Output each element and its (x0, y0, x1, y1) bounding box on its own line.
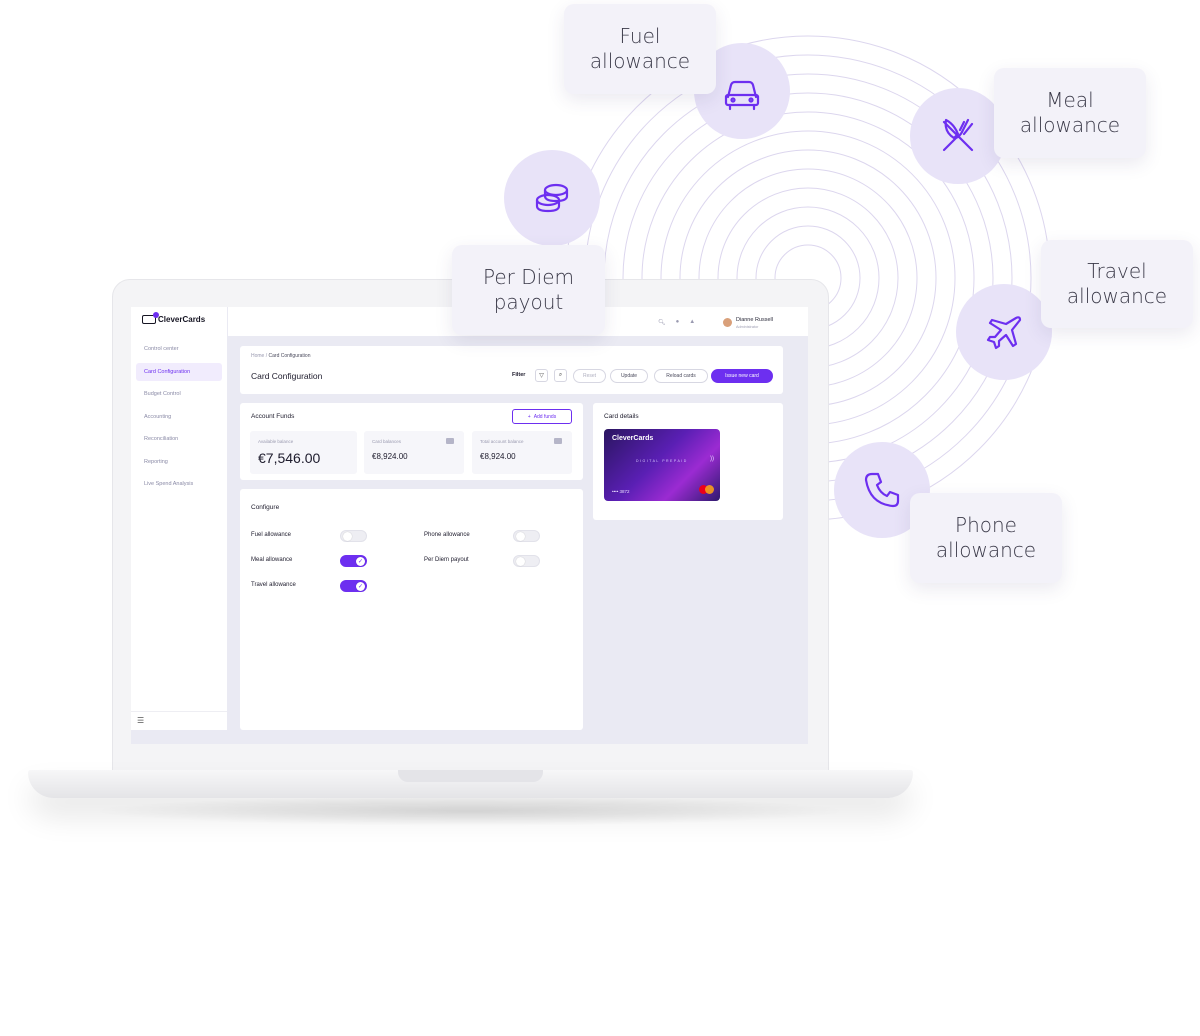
avatar[interactable] (723, 318, 732, 327)
phone-allowance-label: Phone allowance (424, 532, 470, 538)
add-funds-button[interactable]: + Add funds (512, 409, 572, 424)
topbar-icons: 🔍︎ ● ▲ (658, 319, 695, 326)
phone-icon (864, 472, 900, 508)
sidebar-item-budget-control[interactable]: Budget Control (144, 391, 181, 397)
breadcrumb: Home / Card Configuration (251, 353, 310, 359)
card-type: DIGITAL PREPAID (636, 459, 688, 463)
update-button[interactable]: Update (610, 369, 648, 383)
meal-feature-label: Meal allowance (994, 68, 1146, 158)
sidebar-item-control-center[interactable]: Control center (144, 346, 179, 352)
configure-title: Configure (251, 504, 280, 511)
travel-feature-label: Travel allowance (1041, 240, 1193, 328)
plus-icon: + (527, 413, 531, 420)
sidebar-item-reconciliation[interactable]: Reconciliation (144, 436, 179, 442)
stack-icon (554, 438, 562, 444)
account-funds-title: Account Funds (251, 413, 295, 420)
card-details-panel: Card details CleverCards DIGITAL PREPAID… (593, 403, 783, 520)
card-logo-icon (142, 312, 159, 324)
brand-logo[interactable]: CleverCards (142, 312, 206, 324)
fuel-feature-label: Fuel allowance (564, 4, 716, 94)
configure-panel: Configure Fuel allowance Meal allowance … (240, 489, 583, 730)
prepaid-card-image[interactable]: CleverCards DIGITAL PREPAID )) •••• 3872 (604, 429, 720, 501)
card-balances-value: €8,924.00 (372, 452, 408, 461)
coins-icon (535, 183, 569, 213)
filter-icon: ▽ (539, 373, 544, 379)
card-brand: CleverCards (612, 435, 654, 442)
total-balance-box: Total account balance €8,924.00 (472, 431, 572, 474)
card-icon (446, 438, 454, 444)
available-balance-value: €7,546.00 (258, 450, 321, 466)
breadcrumb-separator: / (265, 353, 268, 359)
user-role: Administrator (736, 325, 759, 329)
laptop-notch (398, 770, 543, 782)
brand-name: CleverCards (158, 315, 206, 324)
phone-feature-label: Phone allowance (910, 493, 1062, 583)
add-funds-label: Add funds (533, 413, 557, 420)
perdiem-feature-label: Per Diem payout (452, 245, 605, 335)
per-diem-payout-toggle[interactable] (513, 555, 540, 567)
search-button[interactable]: ⌕ (554, 369, 567, 382)
laptop-shadow (90, 796, 850, 826)
sidebar-item-card-configuration[interactable]: Card Configuration (136, 362, 222, 381)
mastercard-logo-icon (699, 485, 708, 494)
toggle-knob (516, 557, 525, 566)
car-icon (724, 80, 760, 111)
meal-allowance-toggle[interactable]: ✓ (340, 555, 367, 567)
issue-new-card-button[interactable]: Issue new card (711, 369, 773, 383)
total-balance-value: €8,924.00 (480, 452, 516, 461)
per-diem-payout-label: Per Diem payout (424, 557, 469, 563)
travel-allowance-label: Travel allowance (251, 582, 296, 588)
check-icon: ✓ (356, 582, 365, 591)
filter-button[interactable]: ▽ (535, 369, 548, 382)
sidebar-item-reporting[interactable]: Reporting (144, 458, 168, 465)
sidebar-item-accounting[interactable]: Accounting (144, 413, 172, 420)
airplane-icon (986, 316, 1022, 350)
sidebar: CleverCards Control center Card Configur… (131, 307, 227, 730)
reload-cards-button[interactable]: Reload cards (654, 369, 708, 383)
toggle-knob (516, 532, 525, 541)
card-balances-box: Card balances €8,924.00 (364, 431, 464, 474)
contactless-icon: )) (710, 456, 714, 462)
fork-knife-icon (942, 118, 974, 152)
meal-allowance-label: Meal allowance (251, 557, 293, 563)
card-number: •••• 3872 (612, 489, 630, 494)
breadcrumb-home[interactable]: Home (251, 353, 265, 359)
reset-button[interactable]: Reset (573, 369, 606, 383)
help-icon[interactable]: ● (675, 319, 680, 325)
fuel-allowance-label: Fuel allowance (251, 532, 292, 538)
bell-icon[interactable]: ▲ (689, 319, 696, 325)
total-balance-label: Total account balance (480, 439, 524, 444)
check-icon: ✓ (356, 557, 365, 566)
perdiem-feature-badge (504, 150, 600, 246)
page-header: Home / Card Configuration Card Configura… (240, 346, 783, 394)
filter-label: Filter (512, 372, 526, 378)
fuel-allowance-toggle[interactable] (340, 530, 367, 542)
card-balances-label: Card balances (372, 439, 402, 444)
travel-feature-badge (956, 284, 1052, 380)
app-screen: CleverCards Control center Card Configur… (131, 307, 808, 744)
user-name: Dianne Russell (736, 317, 773, 323)
sidebar-footer: ☰ (131, 711, 227, 731)
meal-feature-badge (910, 88, 1006, 184)
menu-toggle-icon[interactable]: ☰ (137, 716, 145, 725)
card-details-title: Card details (604, 413, 639, 420)
sidebar-nav: Control center Card Configuration Budget… (136, 340, 222, 498)
sidebar-item-live-spend-analysis[interactable]: Live Spend Analysis (144, 481, 194, 487)
toggle-knob (343, 532, 352, 541)
page-title: Card Configuration (251, 371, 323, 381)
account-funds-panel: Account Funds + Add funds Available bala… (240, 403, 583, 480)
available-balance-label: Available balance (258, 439, 294, 444)
available-balance-box: Available balance €7,546.00 (250, 431, 357, 474)
travel-allowance-toggle[interactable]: ✓ (340, 580, 367, 592)
mastercard-logo-icon (705, 485, 714, 494)
search-icon: ⌕ (558, 372, 563, 378)
breadcrumb-current: Card Configuration (268, 353, 311, 359)
search-icon[interactable]: 🔍︎ (658, 320, 666, 326)
phone-allowance-toggle[interactable] (513, 530, 540, 542)
